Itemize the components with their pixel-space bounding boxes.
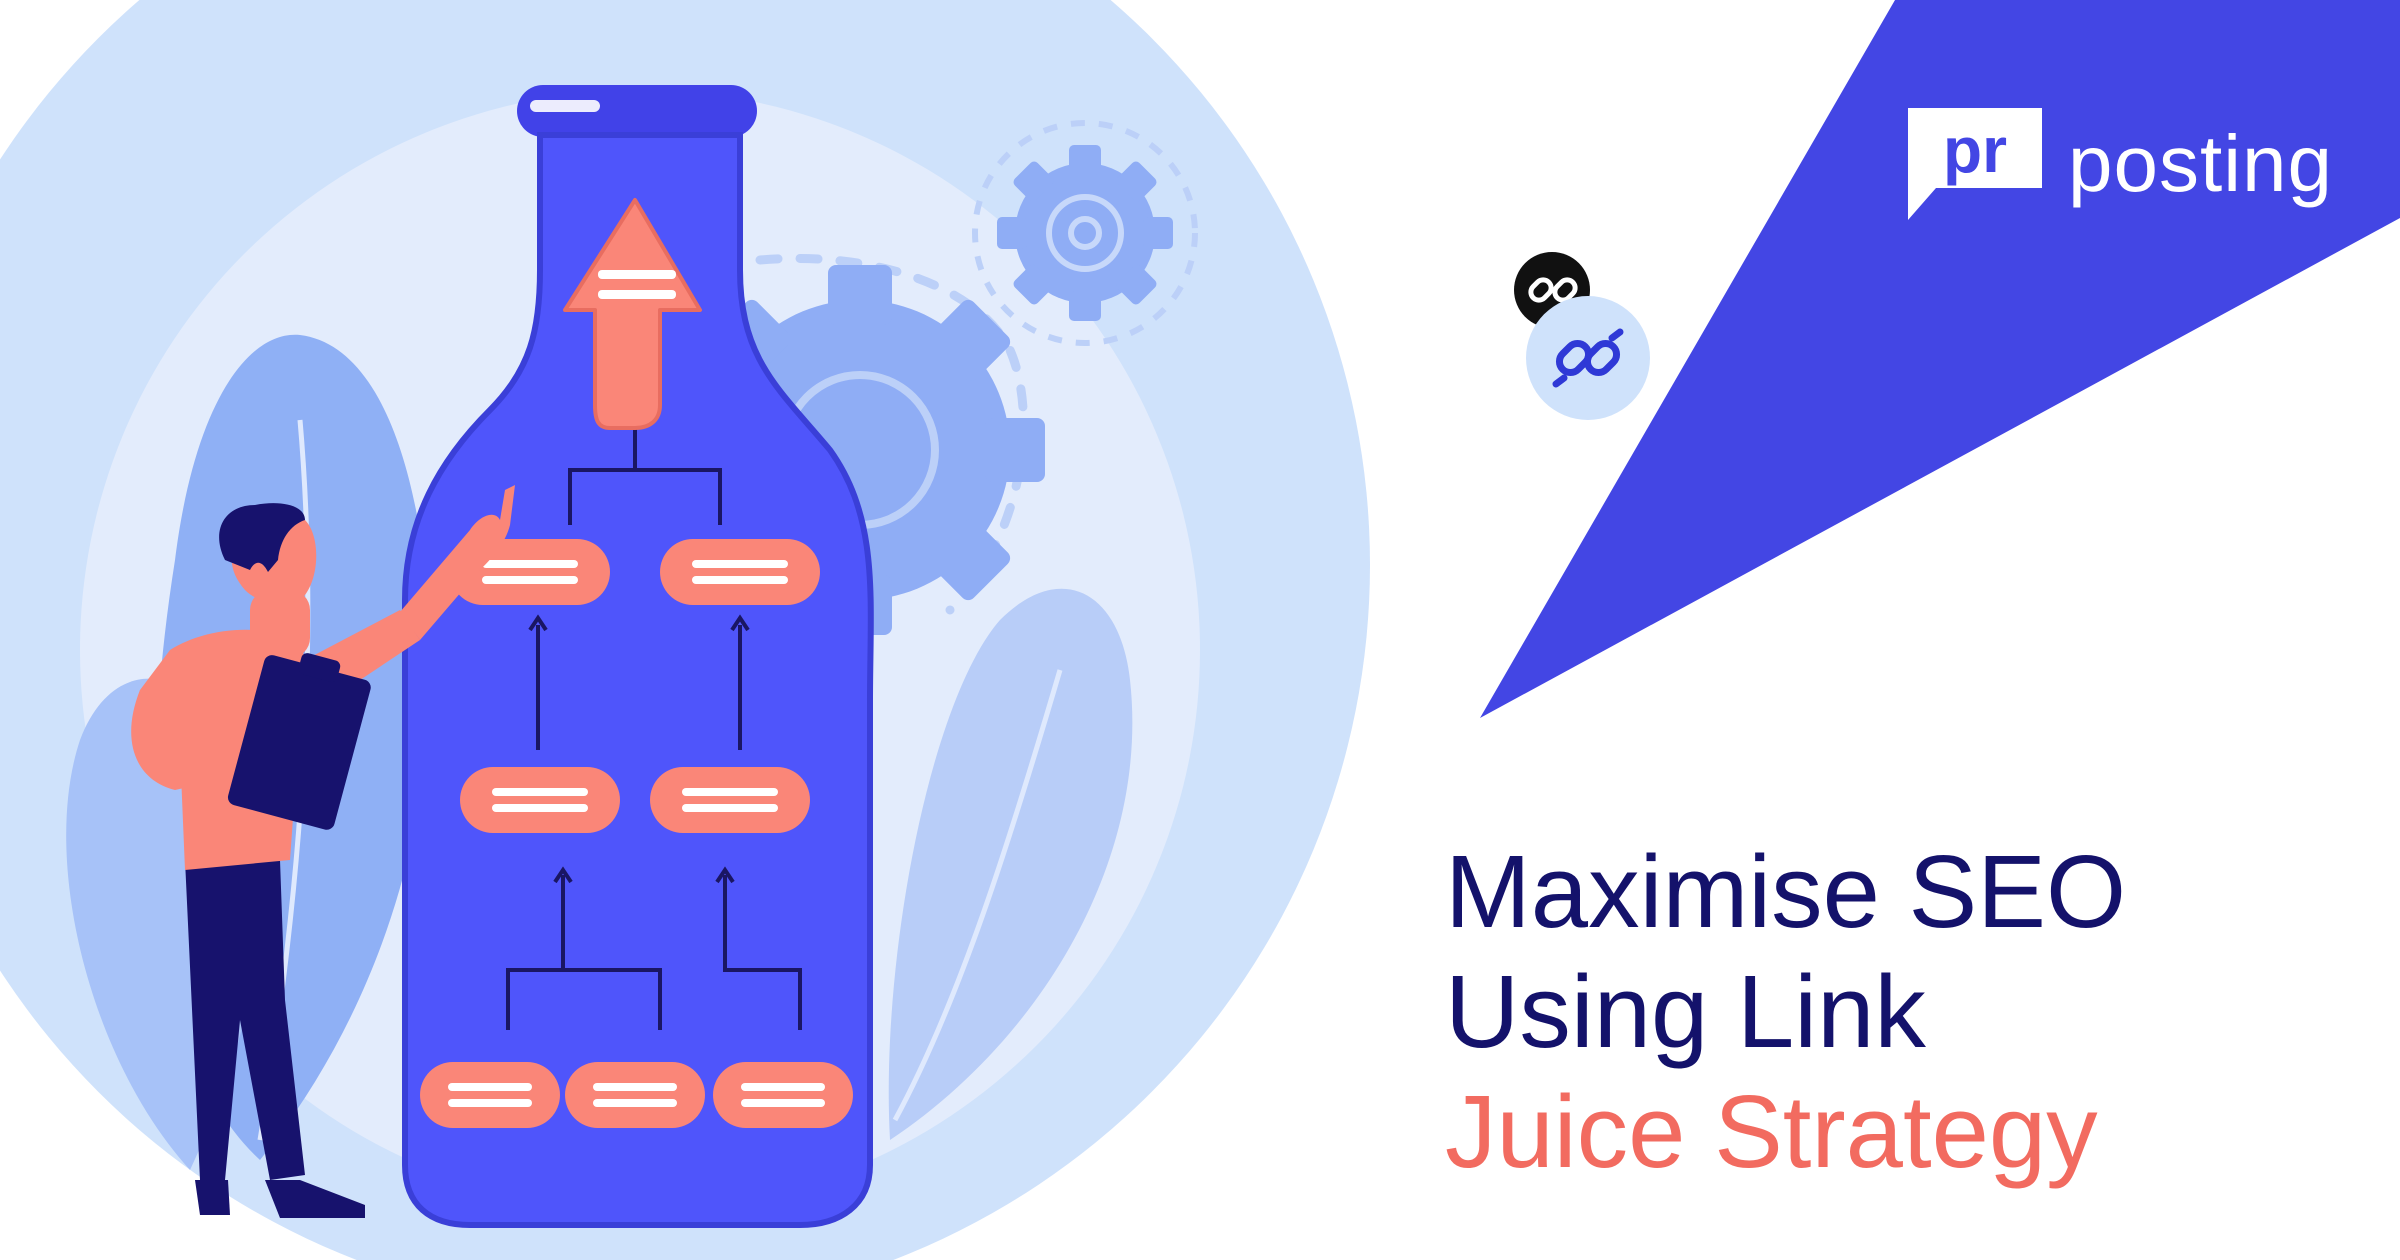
- bottle-icon: [402, 85, 874, 1228]
- svg-text:pr: pr: [1943, 114, 2007, 186]
- hierarchy-nodes: [420, 539, 853, 1128]
- dashed-ring: [972, 120, 1198, 346]
- node: [650, 767, 810, 833]
- brand-banner-shape: [1480, 0, 2400, 718]
- headline-line-1: Maximise SEO: [1445, 834, 2127, 949]
- node: [660, 539, 820, 605]
- node: [565, 1062, 705, 1128]
- brand-mark-icon: pr: [1908, 108, 2042, 220]
- dashed-orbit: [755, 253, 1028, 615]
- node: [460, 767, 620, 833]
- gear-icon: [997, 145, 1173, 321]
- link-icon: [1526, 296, 1650, 420]
- node: [420, 1062, 560, 1128]
- headline-line-2: Using Link: [1445, 954, 1926, 1069]
- brand-logo: pr posting: [1908, 108, 2333, 220]
- clipboard-icon: [227, 653, 371, 830]
- headline-line-3: Juice Strategy: [1445, 1074, 2098, 1189]
- brand-name: posting: [2068, 119, 2333, 208]
- node: [713, 1062, 853, 1128]
- headline: Maximise SEO Using Link Juice Strategy: [1445, 832, 2126, 1192]
- up-arrow-icon: [563, 198, 702, 430]
- hierarchy-connectors: [506, 425, 802, 1030]
